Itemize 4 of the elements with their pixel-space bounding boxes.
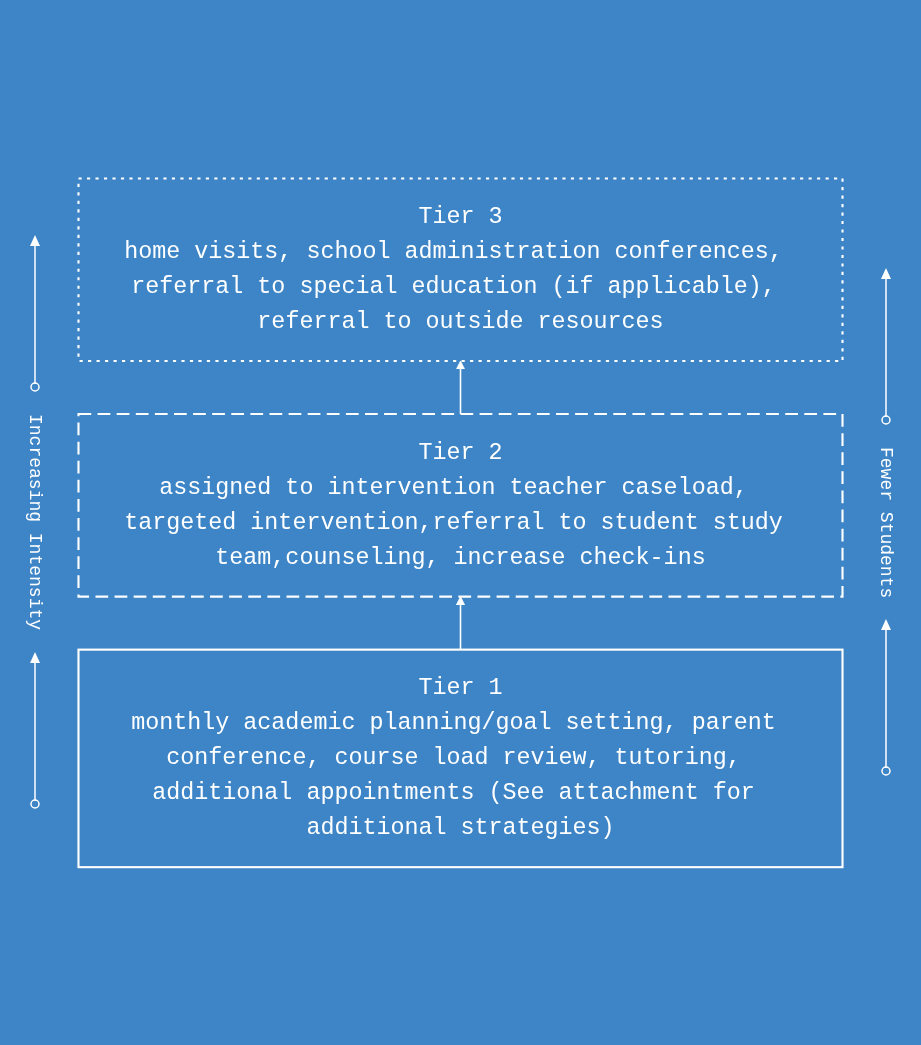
axis-label: Increasing Intensity [25,414,45,631]
axis-label: Fewer Students [876,446,896,599]
node-box: Tier 2 assigned to intervention teacher caseload, targeted intervention,referral to student study team,counseling, increase check-ins [77,412,844,598]
node-box: Tier 1 monthly academic planning/goal setting, parent conference, course load review, tutoring, additional appointments (See attachment for additional strategies) [77,648,844,868]
